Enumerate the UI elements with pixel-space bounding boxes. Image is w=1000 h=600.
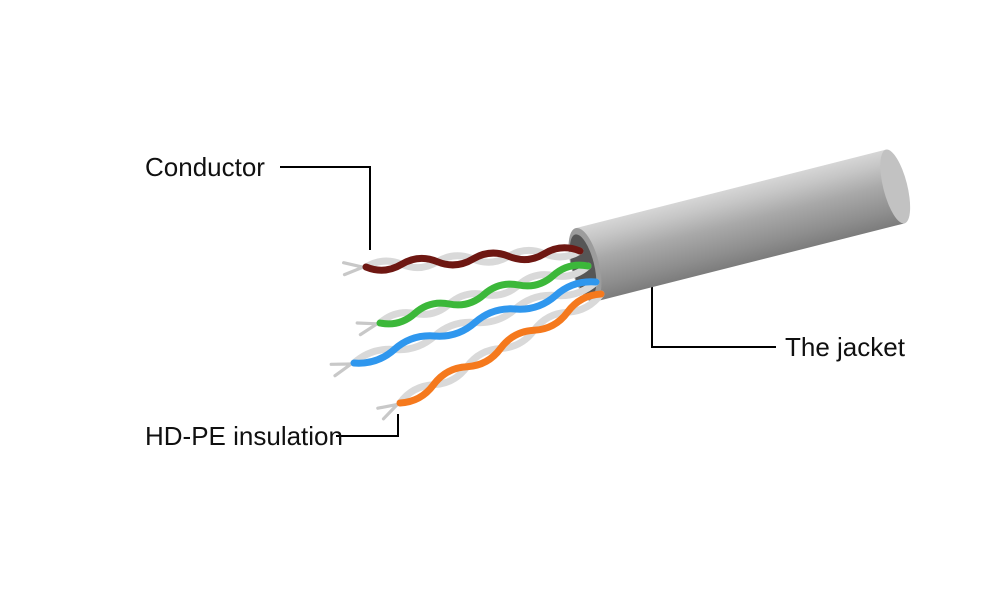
maroon-bare-conductor-tip	[342, 265, 365, 277]
orange-white-twisted-pair	[376, 290, 605, 421]
conductor-label: Conductor	[145, 152, 265, 182]
blue-bare-conductor-tip	[333, 362, 353, 378]
jacket-pointer-line	[651, 272, 776, 348]
orange-bare-conductor-tip	[376, 402, 399, 410]
blue-pair-colored-wire	[350, 278, 600, 367]
green-pair-colored-wire	[376, 261, 592, 328]
insulation-pointer-line	[336, 414, 399, 437]
orange-pair-colored-wire	[396, 290, 605, 407]
jacket-label: The jacket	[785, 332, 906, 362]
conductor-pointer-line	[280, 166, 371, 250]
maroon-pair-colored-wire	[362, 244, 584, 274]
insulation-label: HD-PE insulation	[145, 421, 343, 451]
orange-bare-conductor-tip	[381, 402, 399, 421]
green-white-twisted-pair	[355, 261, 592, 337]
maroon-bare-conductor-tip	[342, 261, 365, 269]
green-bare-conductor-tip	[358, 322, 379, 337]
green-bare-conductor-tip	[355, 321, 379, 326]
blue-white-twisted-pair	[329, 278, 600, 378]
jacket-body	[575, 149, 905, 302]
cable-jacket	[568, 149, 911, 302]
maroon-white-twisted-pair	[342, 244, 584, 277]
jacket-end-cap	[880, 149, 911, 224]
